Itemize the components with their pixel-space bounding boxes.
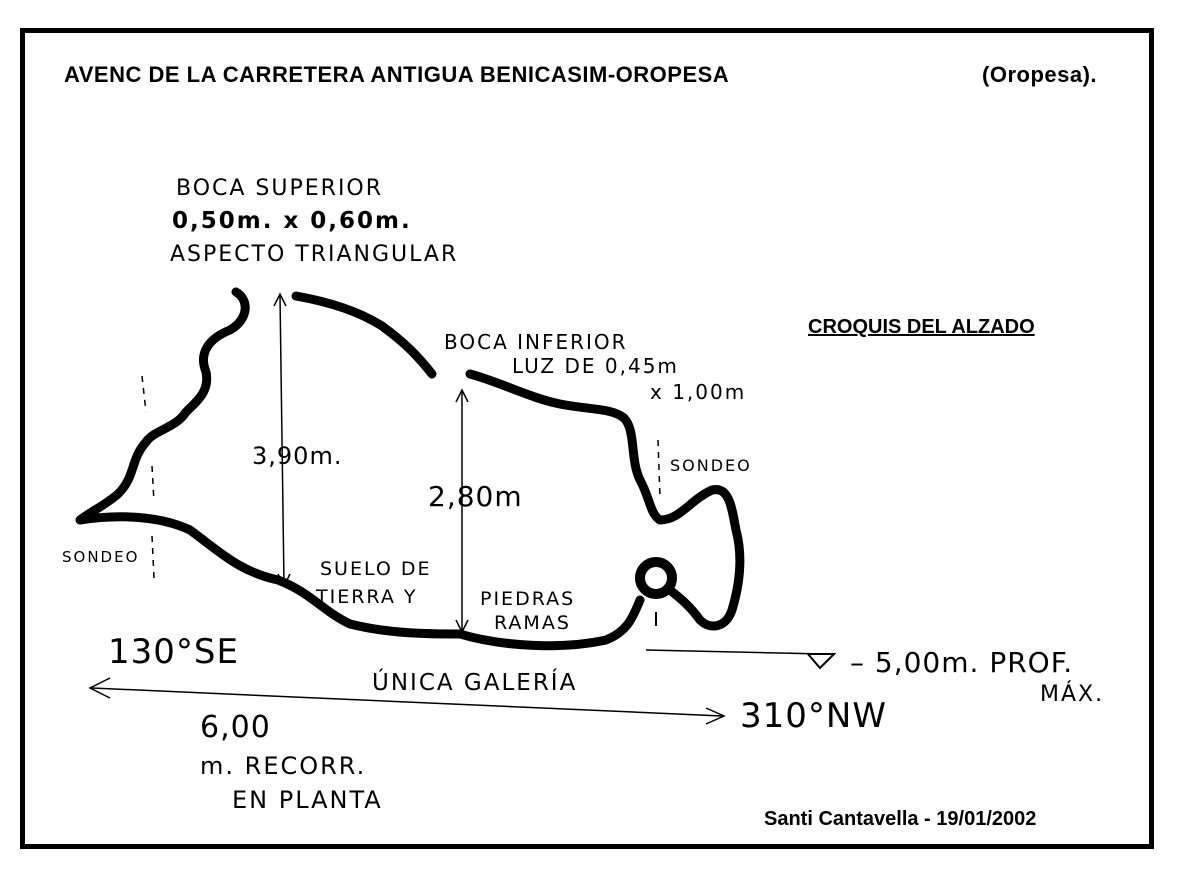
label-tierra-y: TIERRA Y <box>316 586 418 608</box>
arrowhead-bottom-390 <box>277 573 291 588</box>
label-distance-value: 6,00 <box>200 710 271 745</box>
page-title: AVENC DE LA CARRETERA ANTIGUA BENICASIM-… <box>64 62 1097 88</box>
label-aspecto-triangular: ASPECTO TRIANGULAR <box>170 242 459 267</box>
gallery-arrow <box>91 687 723 717</box>
cave-wall-right <box>465 369 745 631</box>
label-boca-superior-size: 0,50m. x 0,60m. <box>172 208 412 234</box>
label-unica-galeria: ÚNICA GALERÍA <box>372 670 578 696</box>
label-sondeo-left: SONDEO <box>62 548 140 566</box>
label-bearing-nw: 310°NW <box>740 696 887 736</box>
cave-wall-upper <box>291 291 437 379</box>
label-boca-inferior-size: x 1,00m <box>650 380 747 404</box>
label-depth-max: MÁX. <box>1040 682 1105 707</box>
sondeo-mark-right <box>657 439 661 499</box>
drawing-frame <box>20 28 1154 849</box>
label-ramas: RAMAS <box>494 612 571 634</box>
arrowhead-bottom-280 <box>455 619 469 634</box>
label-height-280: 2,80m <box>428 480 523 513</box>
cave-wall-left <box>75 287 645 651</box>
depth-line <box>645 649 825 655</box>
cave-pit <box>635 557 677 599</box>
sondeo-mark-left-top <box>141 375 147 413</box>
sondeo-mark-left-low <box>151 535 155 579</box>
sondeo-mark-left-bottom <box>151 465 155 503</box>
label-sondeo-right: SONDEO <box>670 456 752 475</box>
arrowhead-top-280 <box>455 388 469 403</box>
title-location: (Oropesa). <box>982 62 1098 87</box>
height-arrow-390 <box>279 295 285 585</box>
label-boca-inferior-luz: LUZ DE 0,45m <box>512 354 679 378</box>
section-title: CROQUIS DEL ALZADO <box>808 316 1035 338</box>
title-main: AVENC DE LA CARRETERA ANTIGUA BENICASIM-… <box>64 62 730 87</box>
label-suelo-de: SUELO DE <box>320 558 432 580</box>
gallery-arrowhead-left <box>88 677 111 699</box>
label-height-390: 3,90m. <box>252 442 343 470</box>
label-piedras: PIEDRAS <box>480 588 576 610</box>
label-boca-superior: BOCA SUPERIOR <box>176 176 384 201</box>
gallery-arrowhead-right <box>705 707 726 725</box>
arrowhead-top-390 <box>273 292 287 307</box>
label-distance-planta: EN PLANTA <box>232 786 383 814</box>
label-bearing-se: 130°SE <box>108 632 239 672</box>
label-boca-inferior: BOCA INFERIOR <box>444 330 628 354</box>
author-date: Santi Cantavella - 19/01/2002 <box>764 808 1037 830</box>
label-depth: – 5,00m. PROF. <box>850 646 1074 679</box>
label-distance-recorr: m. RECORR. <box>200 752 367 780</box>
depth-marker <box>805 653 837 670</box>
